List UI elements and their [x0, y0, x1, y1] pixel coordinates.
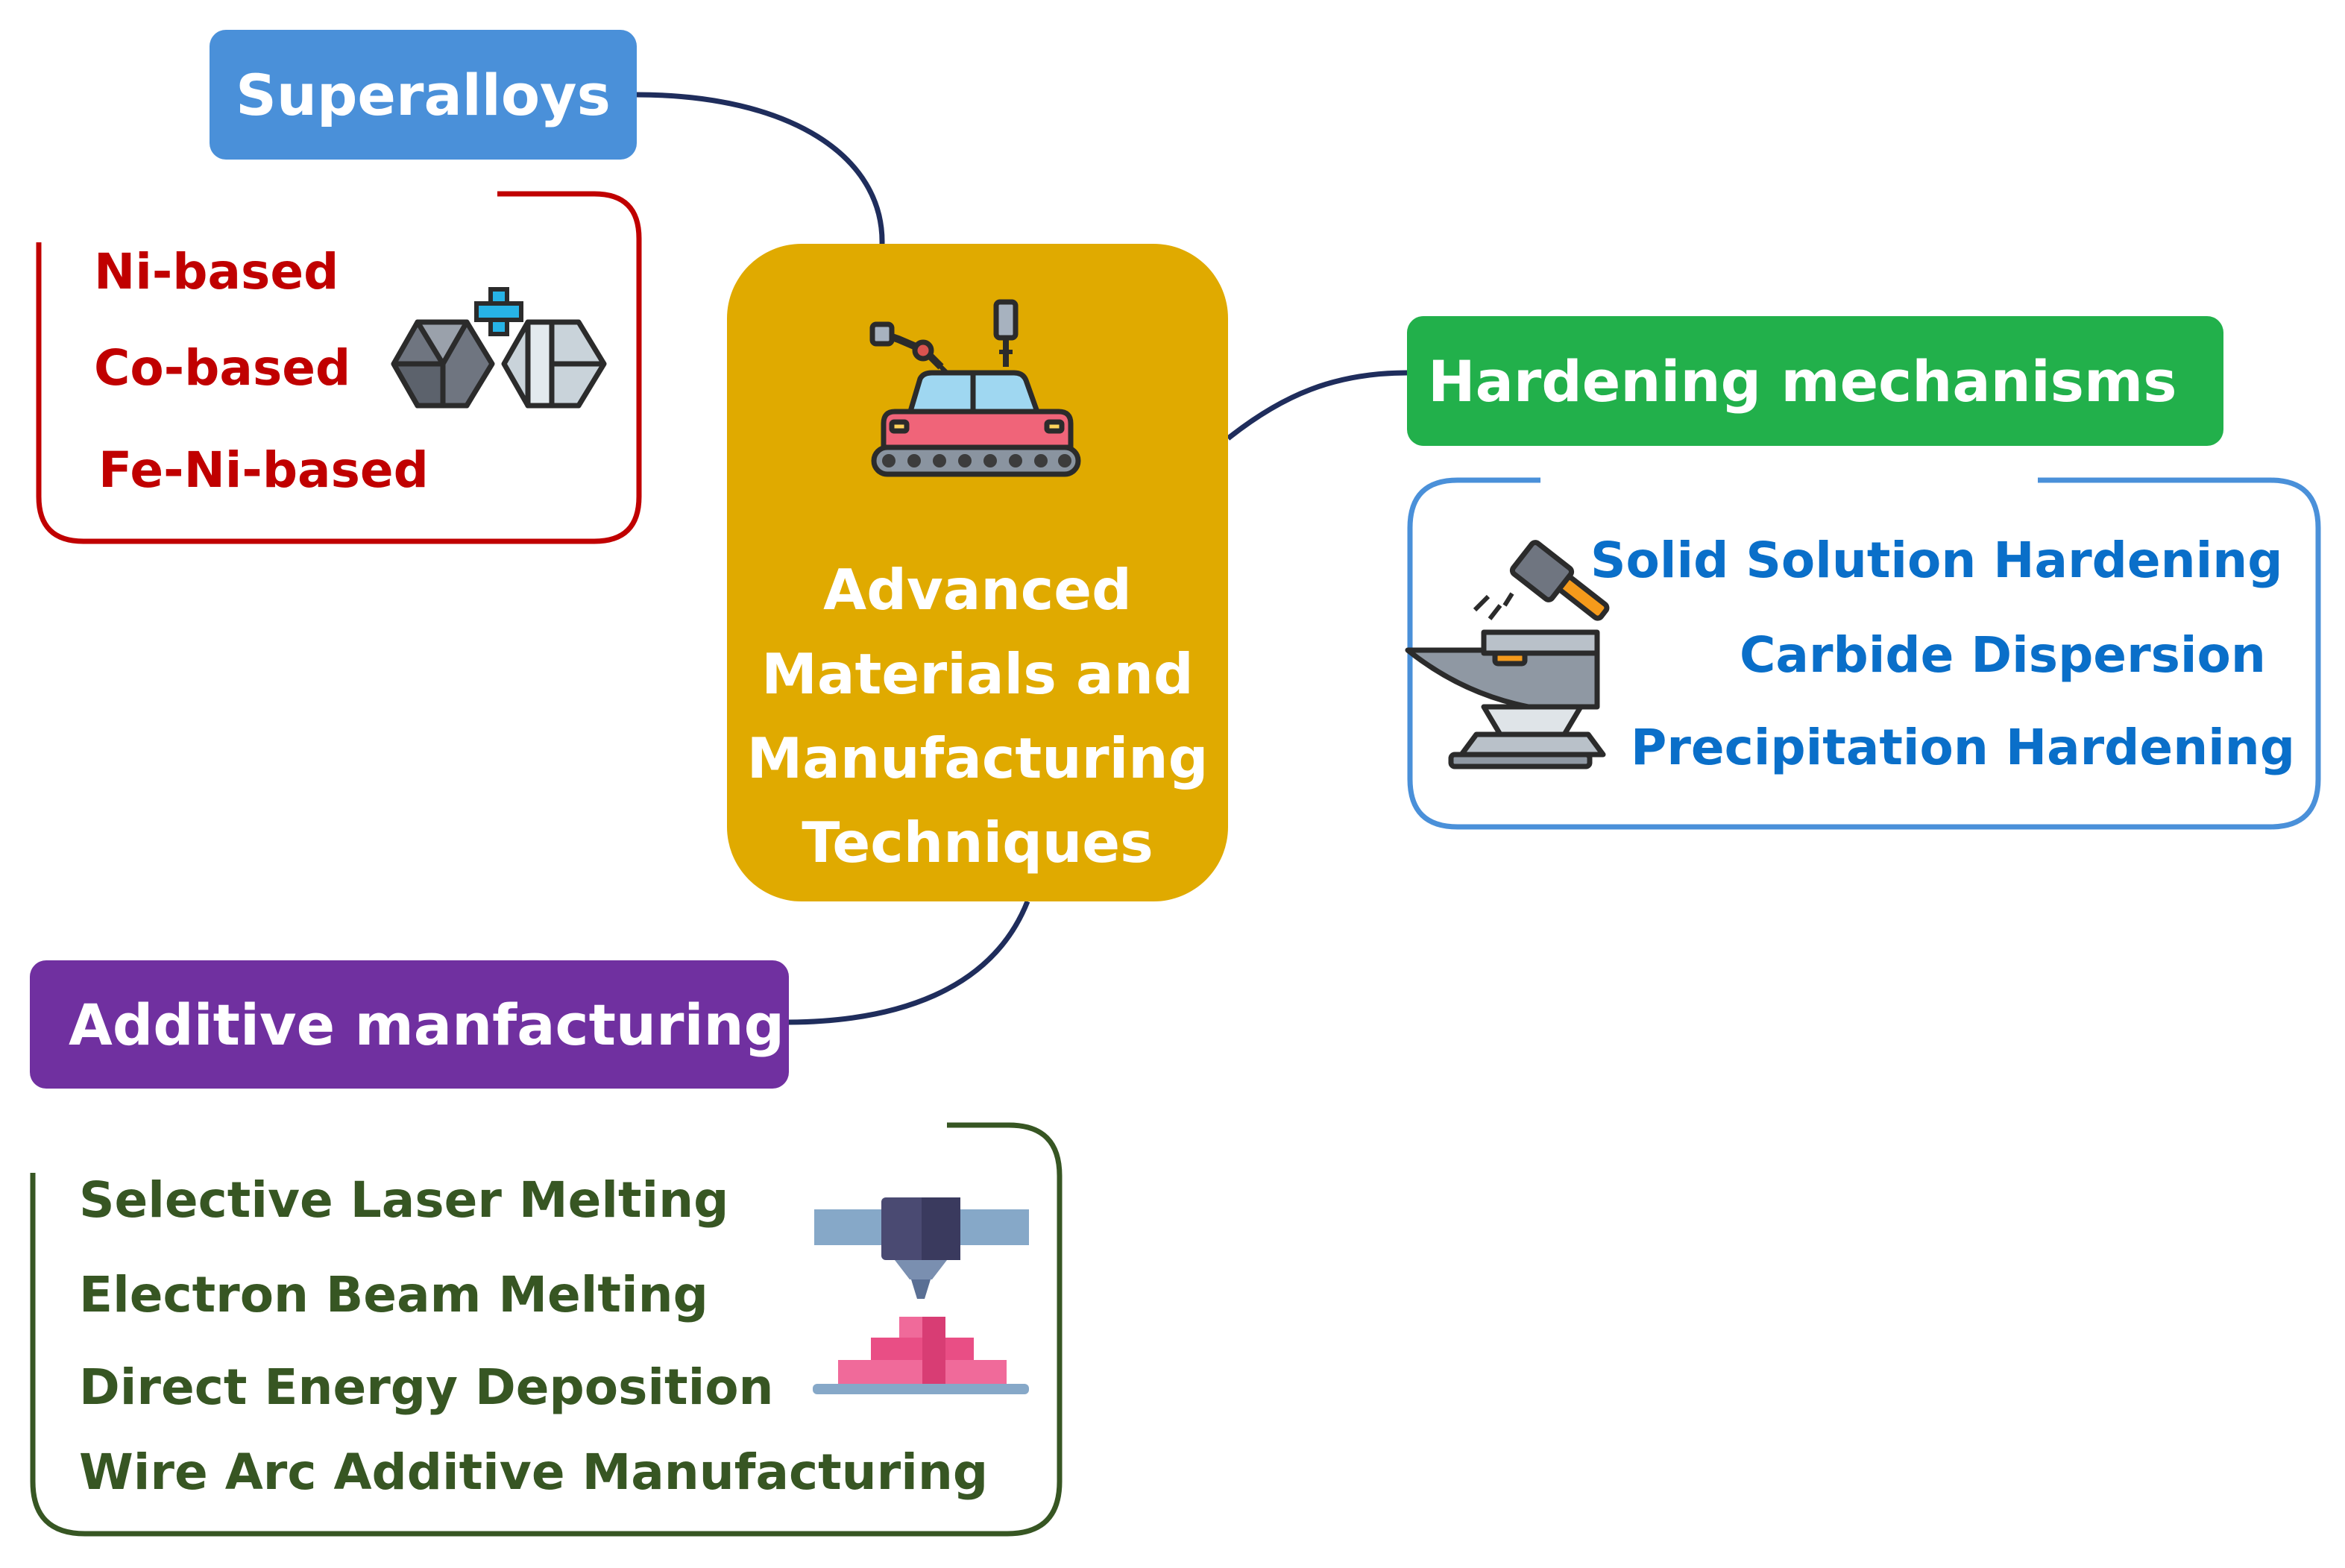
central-title-line-1: Advanced	[823, 557, 1132, 623]
superalloys-item-co: Co-based	[94, 339, 351, 397]
superalloys-item-feni: Fe-Ni-based	[98, 441, 429, 499]
superalloys-frame	[36, 191, 642, 544]
connector-hardening	[1226, 370, 1408, 441]
superalloys-item-ni: Ni-based	[94, 243, 339, 300]
central-title-line-2: Materials and	[761, 641, 1194, 707]
additive-item-slm: Selective Laser Melting	[79, 1171, 729, 1229]
additive-item-ded: Direct Energy Deposition	[79, 1358, 774, 1416]
hardening-item-carbide: Carbide Dispersion	[1740, 626, 2266, 684]
central-topic-box	[727, 244, 1228, 901]
additive-item-ebm: Electron Beam Melting	[79, 1266, 708, 1323]
hardening-branch-label: Hardening mechanisms	[1407, 316, 2223, 446]
additive-branch-label: Additive manfacturing	[30, 960, 789, 1089]
central-title-line-3: Manufacturing	[746, 725, 1209, 791]
hardening-frame	[1407, 477, 2321, 830]
central-title-line-4: Techniques	[802, 810, 1153, 875]
superalloys-branch-label: Superalloys	[210, 30, 637, 160]
additive-frame	[30, 1122, 1063, 1537]
connector-additive	[788, 900, 1030, 1025]
central-topic-title: Advanced Materials and Manufacturing Tec…	[727, 548, 1228, 885]
additive-item-waam: Wire Arc Additive Manufacturing	[79, 1443, 989, 1501]
connector-superalloys	[636, 92, 885, 245]
hardening-item-precipitation: Precipitation Hardening	[1631, 719, 2296, 776]
hardening-item-solid-solution: Solid Solution Hardening	[1590, 532, 2283, 589]
